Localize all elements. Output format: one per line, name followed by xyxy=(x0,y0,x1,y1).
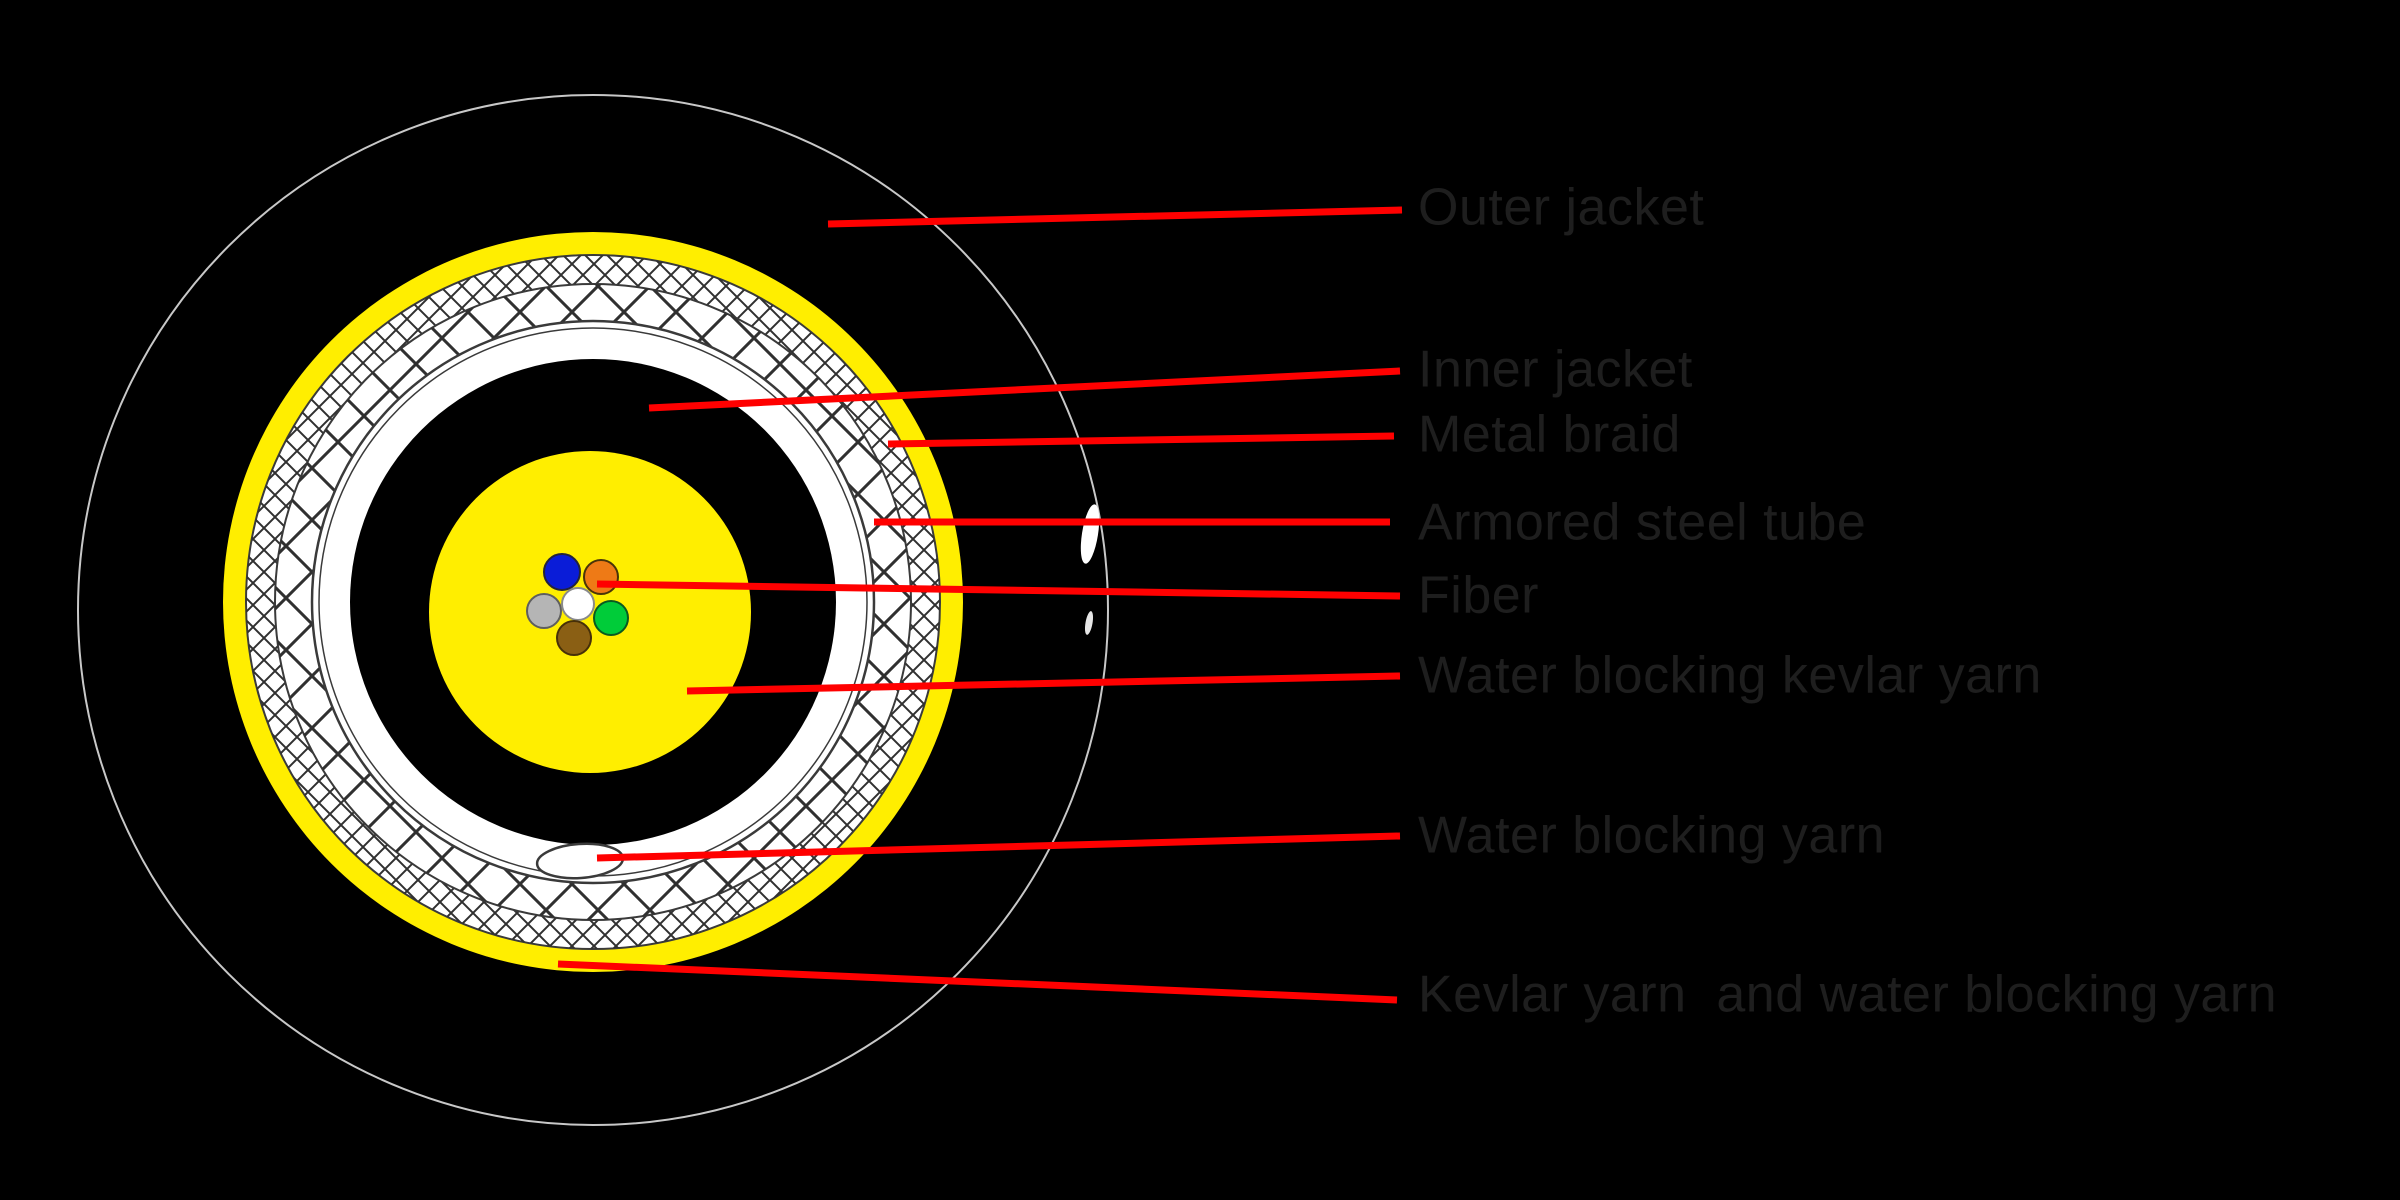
label-armored-steel-tube: Armored steel tube xyxy=(1418,493,1867,552)
fiber-brown xyxy=(556,620,592,656)
fiber-white xyxy=(561,587,595,621)
leader-line-kevlar-yarn-and-water-blocking-yarn xyxy=(557,960,1398,1004)
leader-line-water-blocking-yarn xyxy=(596,832,1401,862)
leader-line-metal-braid xyxy=(887,432,1395,448)
label-outer-jacket: Outer jacket xyxy=(1418,178,1705,237)
leader-line-fiber xyxy=(596,580,1401,600)
fiber-gray xyxy=(526,593,562,629)
label-fiber: Fiber xyxy=(1418,566,1539,625)
fiber-blue xyxy=(543,553,581,591)
fiber-orange xyxy=(583,559,619,595)
leader-line-water-blocking-kevlar-yarn xyxy=(686,672,1401,695)
label-kevlar-yarn-and-water-blocking-yarn: Kevlar yarn and water blocking yarn xyxy=(1418,965,2278,1024)
fiber-green xyxy=(593,600,629,636)
label-inner-jacket: Inner jacket xyxy=(1418,340,1693,399)
leader-lines xyxy=(557,206,1403,1004)
label-water-blocking-yarn: Water blocking yarn xyxy=(1418,806,1886,865)
label-water-blocking-kevlar-yarn: Water blocking kevlar yarn xyxy=(1418,646,2042,705)
leader-line-inner-jacket xyxy=(648,367,1401,412)
leader-line-outer-jacket xyxy=(827,206,1403,228)
label-metal-braid: Metal braid xyxy=(1418,405,1681,464)
